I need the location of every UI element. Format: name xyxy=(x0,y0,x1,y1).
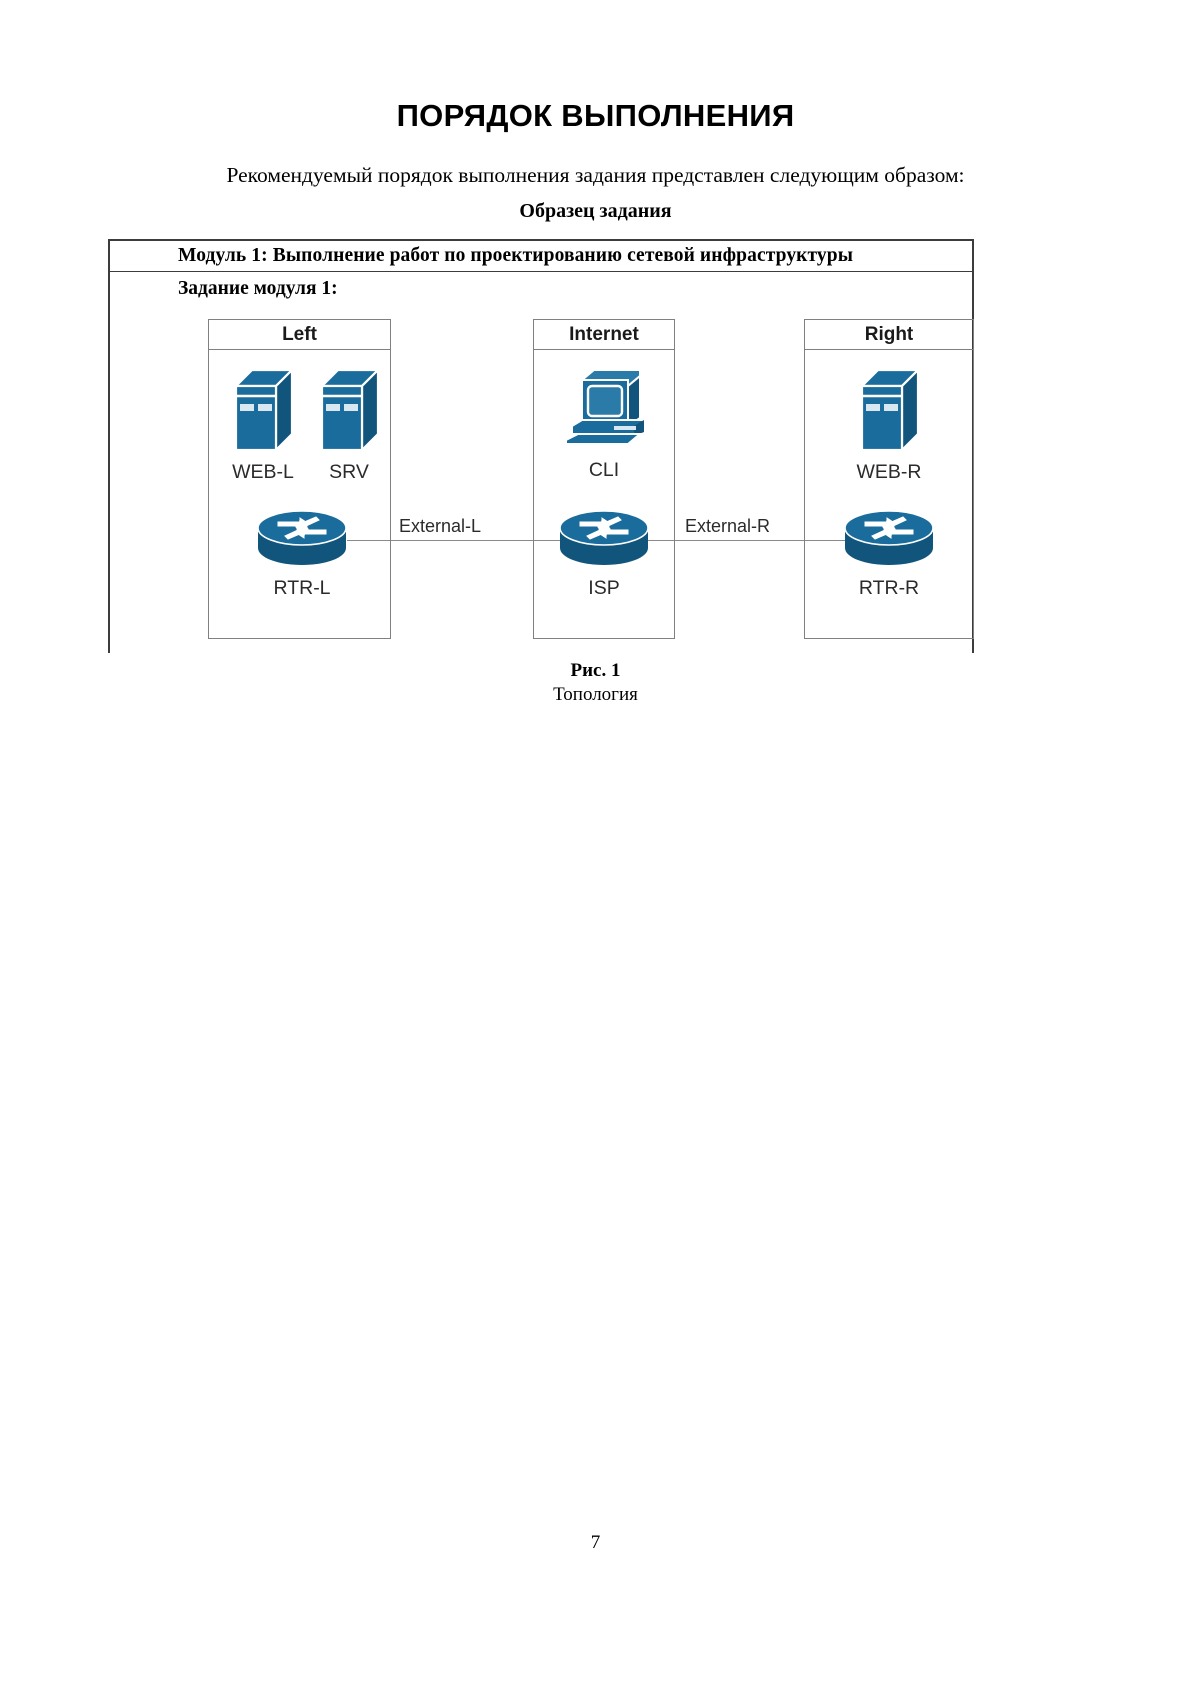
zone-internet: Internet xyxy=(533,319,675,639)
node-web-r-label: WEB-R xyxy=(856,461,922,483)
link-label-external-l: External-L xyxy=(399,516,482,536)
node-web-r[interactable]: WEB-R xyxy=(846,364,932,484)
node-cli-label: CLI xyxy=(588,459,620,481)
node-rtr-l-label: RTR-L xyxy=(273,577,331,599)
node-srv[interactable]: SRV xyxy=(306,364,392,484)
server-icon xyxy=(319,367,381,453)
node-srv-label: SRV xyxy=(329,461,369,483)
node-rtr-r[interactable]: RTR-R xyxy=(839,506,939,600)
router-icon xyxy=(257,510,347,565)
node-rtr-l[interactable]: RTR-L xyxy=(252,506,352,600)
zone-left: Left xyxy=(208,319,391,639)
page-number: 7 xyxy=(590,1532,601,1553)
router-icon xyxy=(844,510,934,565)
router-icon xyxy=(559,510,649,565)
link-line-external-l xyxy=(347,540,562,541)
node-web-l[interactable]: WEB-L xyxy=(220,364,306,484)
server-icon xyxy=(233,367,295,453)
node-isp[interactable]: ISP xyxy=(554,506,654,600)
topology-figure: Модуль 1: Выполнение работ по проектиров… xyxy=(108,239,974,653)
node-web-l-label: WEB-L xyxy=(232,461,294,483)
page-title: ПОРЯДОК ВЫПОЛНЕНИЯ xyxy=(396,98,795,133)
link-label-external-r: External-R xyxy=(685,516,771,536)
zone-left-label: Left xyxy=(209,320,390,350)
node-cli[interactable]: CLI xyxy=(554,364,654,482)
figure-caption: Рис. 1 xyxy=(570,660,621,681)
topology-canvas: Left WEB-L xyxy=(110,306,974,653)
module-task-row: Задание модуля 1: xyxy=(178,278,338,299)
intro-paragraph: Рекомендуемый порядок выполнения задания… xyxy=(226,163,965,187)
figure-caption-subtitle: Топология xyxy=(553,684,638,705)
server-icon xyxy=(859,367,921,453)
sample-task-heading: Образец задания xyxy=(519,200,672,222)
zone-right: Right xyxy=(804,319,974,639)
module-header-row: Модуль 1: Выполнение работ по проектиров… xyxy=(110,239,972,272)
zone-right-label: Right xyxy=(805,320,973,350)
node-rtr-r-label: RTR-R xyxy=(858,577,920,599)
node-isp-label: ISP xyxy=(588,577,620,599)
workstation-icon xyxy=(565,369,645,445)
zone-internet-label: Internet xyxy=(534,320,674,350)
link-line-external-r xyxy=(645,540,904,541)
